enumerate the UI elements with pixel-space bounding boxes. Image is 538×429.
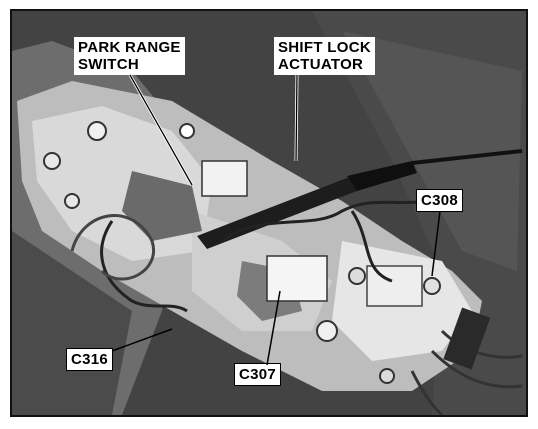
c307-label: C307 bbox=[234, 363, 282, 386]
park-range-switch-label-line-1: PARK RANGE bbox=[78, 39, 181, 56]
c316-label: C316 bbox=[66, 348, 114, 371]
photo-frame: PARK RANGE SWITCH SHIFT LOCK ACTUATOR C3… bbox=[10, 9, 528, 417]
c308-label: C308 bbox=[416, 189, 464, 212]
park-range-switch-label: PARK RANGE SWITCH bbox=[74, 37, 185, 75]
park-range-switch-label-line-2: SWITCH bbox=[78, 56, 139, 73]
shift-lock-actuator-label-line-2: ACTUATOR bbox=[278, 56, 364, 73]
shift-lock-actuator-label-line-1: SHIFT LOCK bbox=[278, 39, 371, 56]
shift-lock-actuator-label: SHIFT LOCK ACTUATOR bbox=[274, 37, 375, 75]
